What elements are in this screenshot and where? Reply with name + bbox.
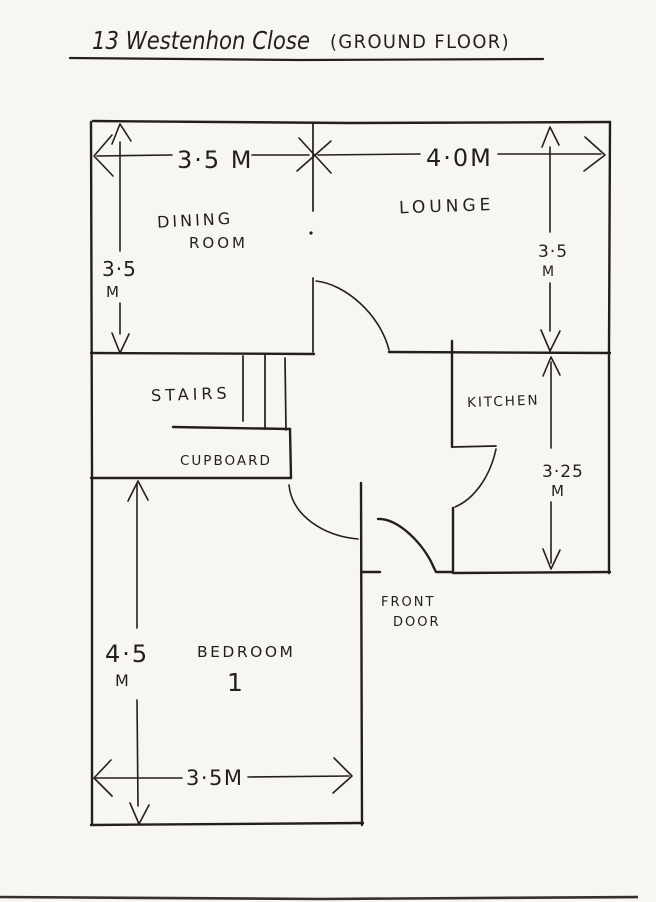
- bedroom-label-line2: 1: [227, 668, 243, 697]
- dim-unit-lounge-height: M: [542, 264, 554, 280]
- title-block: 13 Westenhon Close (GROUND FLOOR): [68, 26, 545, 62]
- kitchen-label: KITCHEN: [467, 393, 540, 412]
- dim-label-lounge-height: 3·5: [538, 242, 568, 262]
- dimension-dining-width: 3·5 M: [93, 134, 332, 177]
- wall-kitchen-bottom: [451, 570, 612, 575]
- dim-unit-dining-height: M: [106, 283, 119, 301]
- dining-room-label-line2: ROOM: [189, 234, 248, 252]
- front-door-swing: [376, 517, 455, 574]
- dim-unit-kitchen-height: M: [551, 482, 564, 500]
- arrow-up-icon: [127, 480, 149, 502]
- wall-left: [89, 120, 94, 826]
- page-title: 13 Westenhon Close: [92, 26, 310, 55]
- front-door-label-line1: FRONT: [381, 595, 435, 610]
- dim-x-mark-icon: [296, 137, 332, 174]
- dim-unit-bedroom-height: M: [115, 671, 129, 690]
- dim-label-dining-height: 3·5: [102, 257, 137, 281]
- cupboard-door-arc: [288, 484, 359, 540]
- dining-door-arc: [315, 280, 390, 351]
- dim-label-bedroom-width: 3·5M: [186, 766, 244, 790]
- arrow-down-icon: [542, 548, 561, 570]
- wall-bedroom-right: [359, 481, 364, 827]
- lounge-label: LOUNGE: [399, 195, 495, 218]
- dim-line: [317, 153, 421, 156]
- partition-dot: [309, 231, 313, 235]
- arrow-down-icon: [111, 332, 130, 354]
- dim-line: [136, 699, 139, 807]
- front-door-label-line2: DOOR: [393, 615, 441, 630]
- dimension-bedroom-width: 3·5M: [93, 757, 353, 797]
- arrow-left-icon: [93, 134, 114, 177]
- wall-cupboard-top: [171, 425, 292, 431]
- doors: [288, 277, 497, 574]
- dimension-lounge-height: 3·5 M: [538, 126, 568, 352]
- arrow-up-icon: [111, 123, 132, 145]
- wall-top: [91, 119, 612, 125]
- arrow-down-icon: [540, 329, 561, 352]
- wall-cupboard-right: [288, 427, 293, 480]
- arrow-left-icon: [93, 759, 113, 797]
- dim-label-bedroom-height: 4·5: [105, 640, 149, 668]
- walls: [89, 119, 612, 827]
- bedroom-label-line1: BEDROOM: [197, 643, 295, 661]
- stairs-label: STAIRS: [151, 383, 231, 405]
- dim-label-dining-width: 3·5 M: [177, 146, 254, 174]
- dimension-dining-height: 3·5 M: [102, 123, 137, 354]
- arrow-down-icon: [129, 802, 150, 825]
- kitchen-door-arc: [454, 448, 497, 508]
- kitchen-door-leaf: [451, 445, 497, 448]
- dining-room-label-line1: DINING: [157, 209, 234, 232]
- scan-bottom-edge: [0, 895, 639, 901]
- arrow-up-icon: [541, 126, 560, 148]
- wall-mid-left: [89, 351, 316, 356]
- dimension-bedroom-height: 4·5 M: [105, 480, 150, 825]
- dim-label-lounge-width: 4·0M: [426, 144, 493, 172]
- dimension-lounge-width: 4·0M: [317, 136, 606, 172]
- arrow-up-icon: [542, 356, 561, 377]
- dim-line: [247, 775, 350, 778]
- wall-bedroom-bottom: [89, 821, 365, 827]
- cupboard-label: CUPBOARD: [180, 453, 272, 469]
- arrow-right-icon: [583, 136, 606, 172]
- wall-mid-right: [387, 350, 612, 355]
- arrow-right-icon: [332, 757, 353, 794]
- stair-tread-line: [284, 357, 287, 431]
- dimension-kitchen-height: 3·25 M: [542, 356, 584, 570]
- dim-line: [96, 154, 173, 157]
- page-subtitle: (GROUND FLOOR): [330, 31, 510, 53]
- wall-right: [607, 120, 612, 575]
- room-labels: DINING ROOM LOUNGE STAIRS CUPBOARD KITCH…: [151, 195, 540, 697]
- dim-label-kitchen-height: 3·25: [542, 462, 584, 482]
- title-underline: [68, 56, 545, 62]
- stairs-treads: [242, 353, 287, 431]
